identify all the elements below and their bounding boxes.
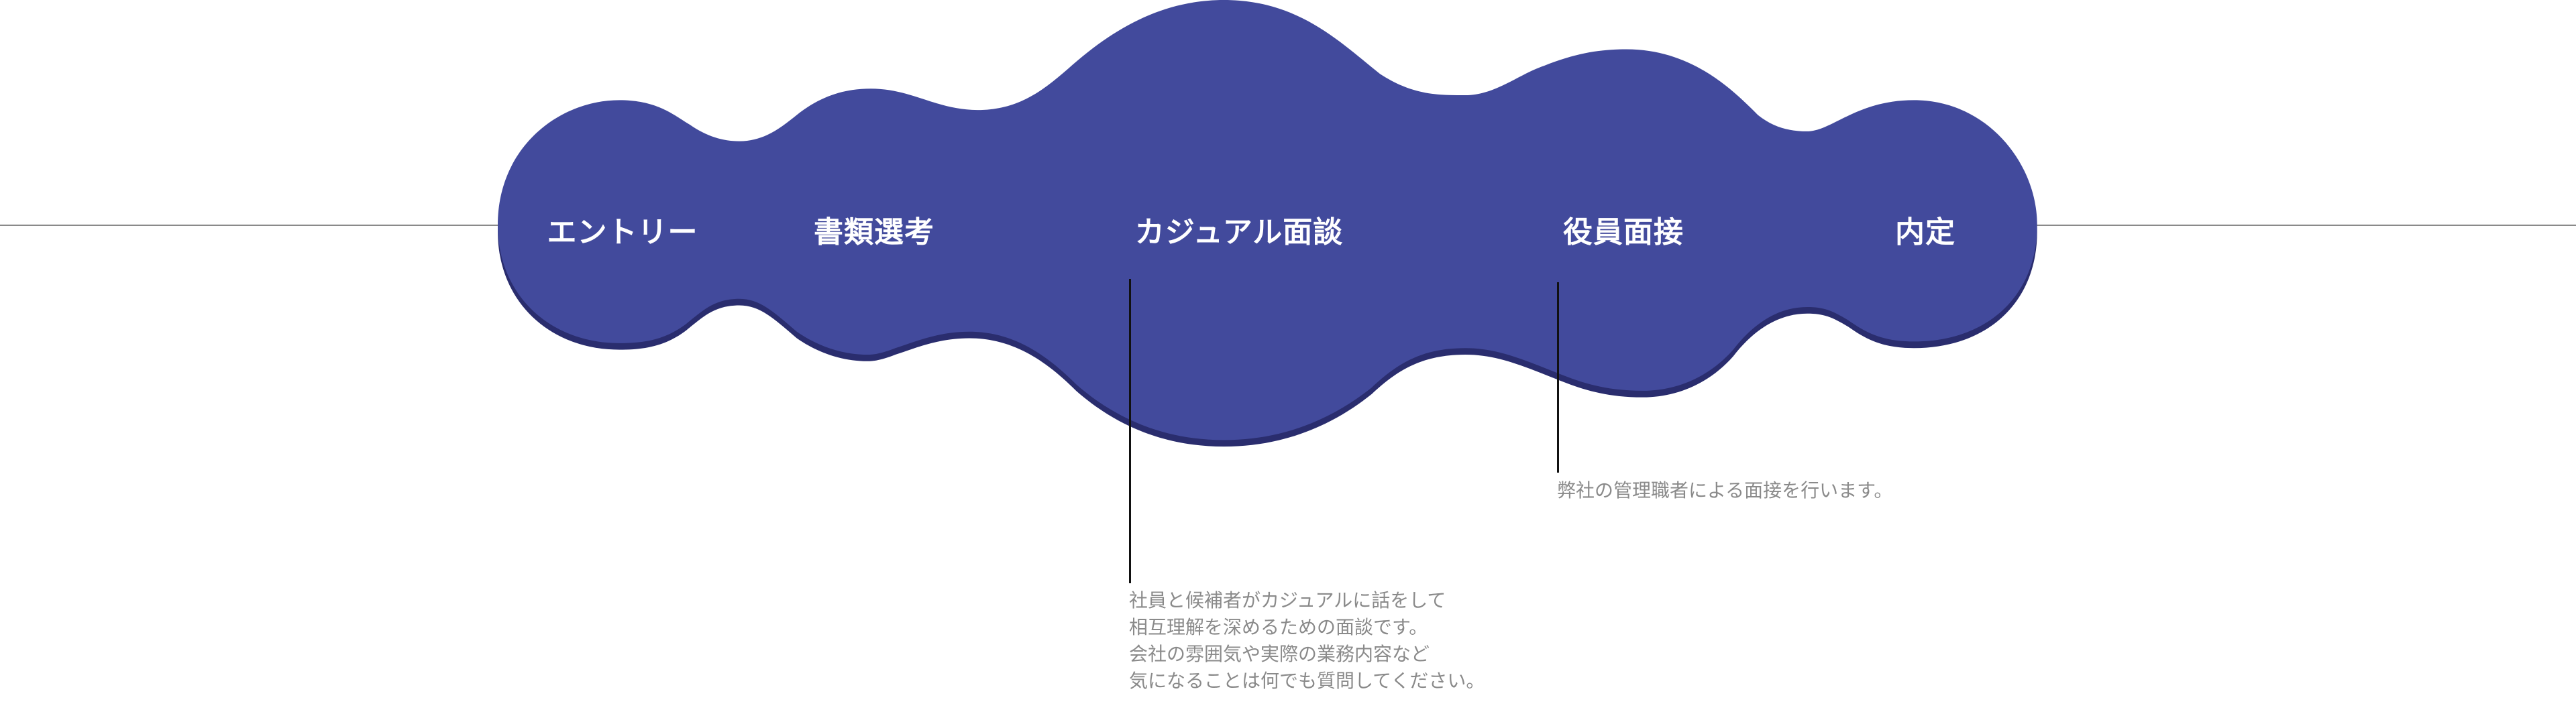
note-line: 会社の雰囲気や実際の業務内容など: [1129, 643, 1430, 665]
note-line: 気になることは何でも質問してください。: [1129, 670, 1485, 692]
note-line: 弊社の管理職者による面接を行います。: [1557, 479, 1893, 501]
executive-note-leader-line: [1557, 282, 1559, 473]
step-executive-interview: 役員面接: [1563, 215, 1684, 249]
casual-note-leader-line: [1129, 279, 1131, 583]
executive-interview-note: 弊社の管理職者による面接を行います。: [1557, 477, 1892, 504]
note-line: 相互理解を深めるための面談です。: [1129, 616, 1428, 638]
step-offer: 内定: [1895, 215, 1955, 249]
step-casual-interview: カジュアル面談: [1134, 215, 1344, 249]
casual-interview-note: 社員と候補者がカジュアルに話をして 相互理解を深めるための面談です。 会社の雰囲…: [1129, 587, 1485, 695]
step-entry: エントリー: [547, 215, 698, 249]
step-document-screening: 書類選考: [814, 215, 934, 249]
note-line: 社員と候補者がカジュアルに話をして: [1129, 589, 1446, 611]
